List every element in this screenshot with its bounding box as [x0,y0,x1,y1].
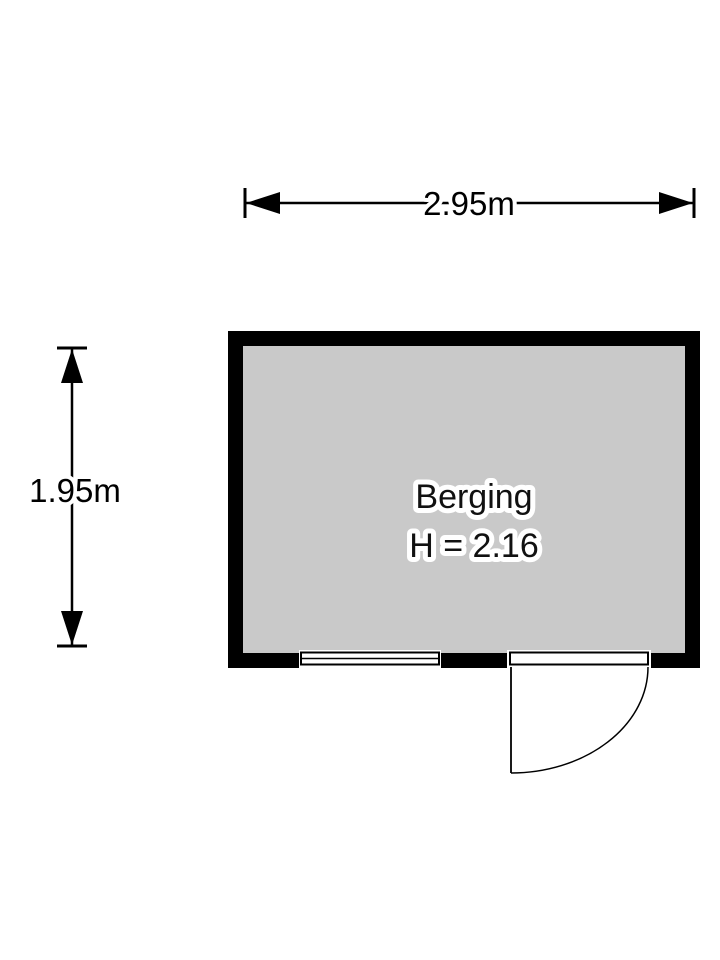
depth-dimension-label: 1.95m [29,472,121,509]
width-dimension: 2.95m [243,181,696,226]
width-dimension-label: 2.95m [423,185,515,222]
room-floor [243,346,685,653]
door [507,650,651,774]
room-name-label: Berging [415,478,532,516]
room: Berging H = 2.16 [228,331,700,774]
arrow-down-icon [61,611,83,645]
arrow-right-icon [659,192,693,214]
window [299,650,441,668]
arrow-left-icon [246,192,280,214]
door-threshold [509,651,649,666]
room-height-label: H = 2.16 [409,527,538,565]
door-swing-arc [510,666,649,774]
arrow-up-icon [61,349,83,383]
depth-dimension: 1.95m [25,346,125,648]
